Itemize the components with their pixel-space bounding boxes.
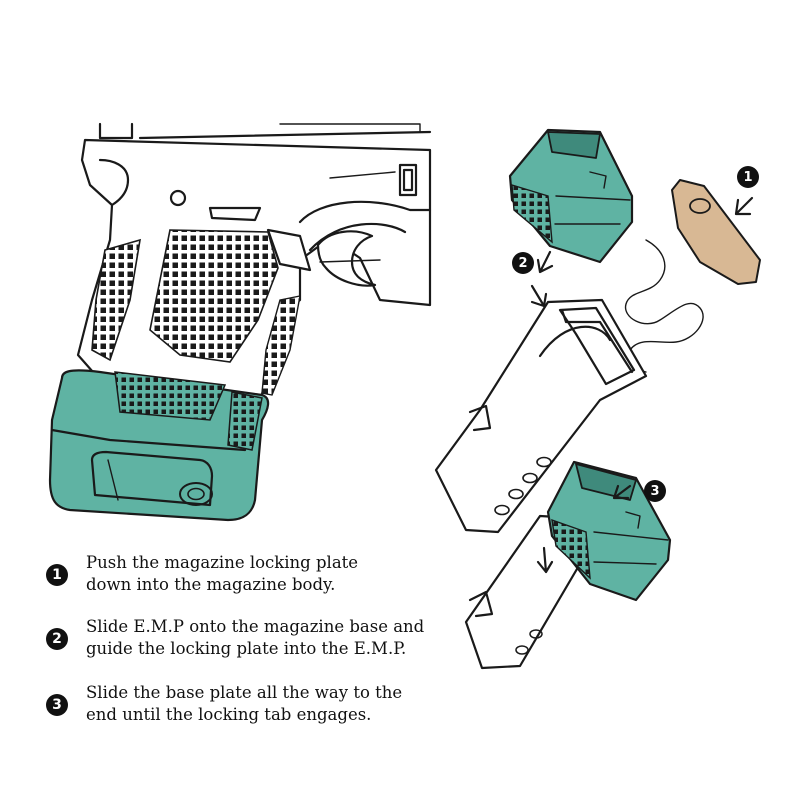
step-line: down into the magazine body. <box>86 574 358 596</box>
step-number-badge: 3 <box>46 694 68 716</box>
step-text: Slide the base plate all the way to the … <box>86 682 402 726</box>
pistol-frame-illustration <box>78 124 430 395</box>
callout-step-3: 3 <box>644 480 666 502</box>
step-text: Push the magazine locking plate down int… <box>86 552 358 596</box>
step-line: Slide E.M.P onto the magazine base and <box>86 616 424 638</box>
arrow-icon <box>736 198 752 214</box>
magazine-extension-installed <box>50 370 268 520</box>
magazine-extension-part <box>510 130 632 262</box>
arrow-icon <box>538 252 552 272</box>
instruction-step-3: 3 Slide the base plate all the way to th… <box>46 682 426 726</box>
step-number-badge: 1 <box>46 564 68 586</box>
locking-plate-part <box>672 180 760 284</box>
exploded-view-illustration <box>436 130 760 668</box>
step-line: Slide the base plate all the way to the <box>86 682 402 704</box>
callout-step-1: 1 <box>737 166 759 188</box>
callout-step-2: 2 <box>512 252 534 274</box>
step-line: end until the locking tab engages. <box>86 704 402 726</box>
spring-part <box>626 240 704 372</box>
step-text: Slide E.M.P onto the magazine base and g… <box>86 616 424 660</box>
arrow-icon <box>532 286 546 306</box>
step-line: Push the magazine locking plate <box>86 552 358 574</box>
step-number-badge: 2 <box>46 628 68 650</box>
instruction-step-1: 1 Push the magazine locking plate down i… <box>46 552 426 596</box>
instruction-step-2: 2 Slide E.M.P onto the magazine base and… <box>46 616 426 660</box>
step-line: guide the locking plate into the E.M.P. <box>86 638 424 660</box>
